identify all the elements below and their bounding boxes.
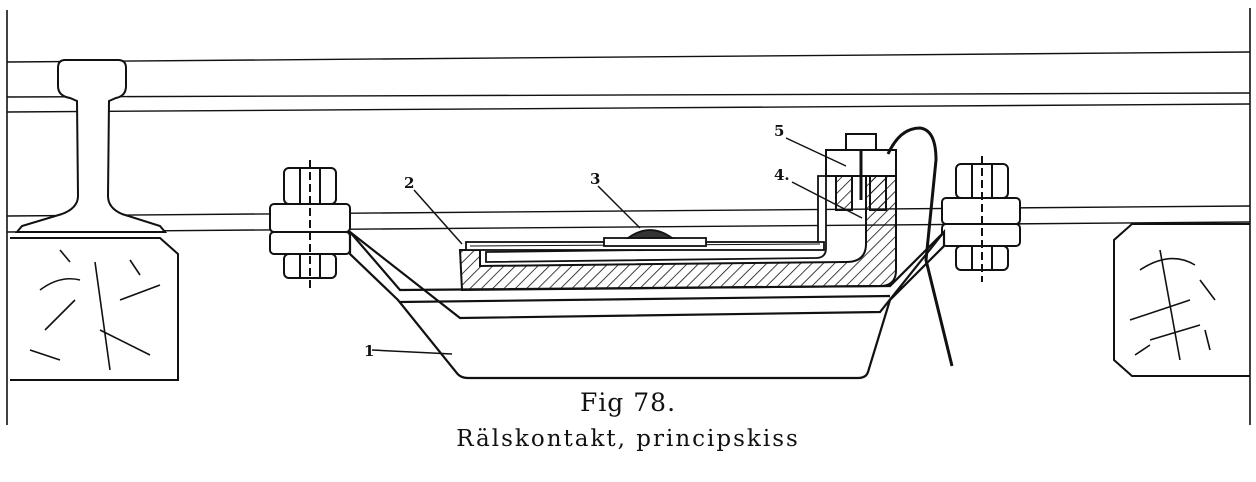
signal-cable (886, 126, 954, 367)
leader-lines (371, 137, 863, 355)
rail-profile (14, 59, 168, 233)
frame-lines (6, 8, 1251, 425)
rail-lines (6, 51, 1251, 233)
terminal-block (825, 133, 897, 211)
left-sleeper (10, 237, 179, 381)
callout-4: 4. (774, 166, 790, 184)
callout-1: 1 (364, 342, 374, 360)
figure-title: Rälskontakt, principskiss (456, 426, 800, 452)
insulator-body (458, 175, 897, 292)
callout-3: 3 (590, 170, 600, 188)
figure-number: Fig 78. (579, 388, 677, 417)
right-sleeper (1113, 223, 1250, 377)
callout-5: 5 (774, 122, 784, 140)
right-bolt (941, 156, 1021, 282)
contact-button (603, 229, 707, 247)
left-bolt (269, 160, 351, 290)
callout-2: 2 (404, 174, 414, 192)
